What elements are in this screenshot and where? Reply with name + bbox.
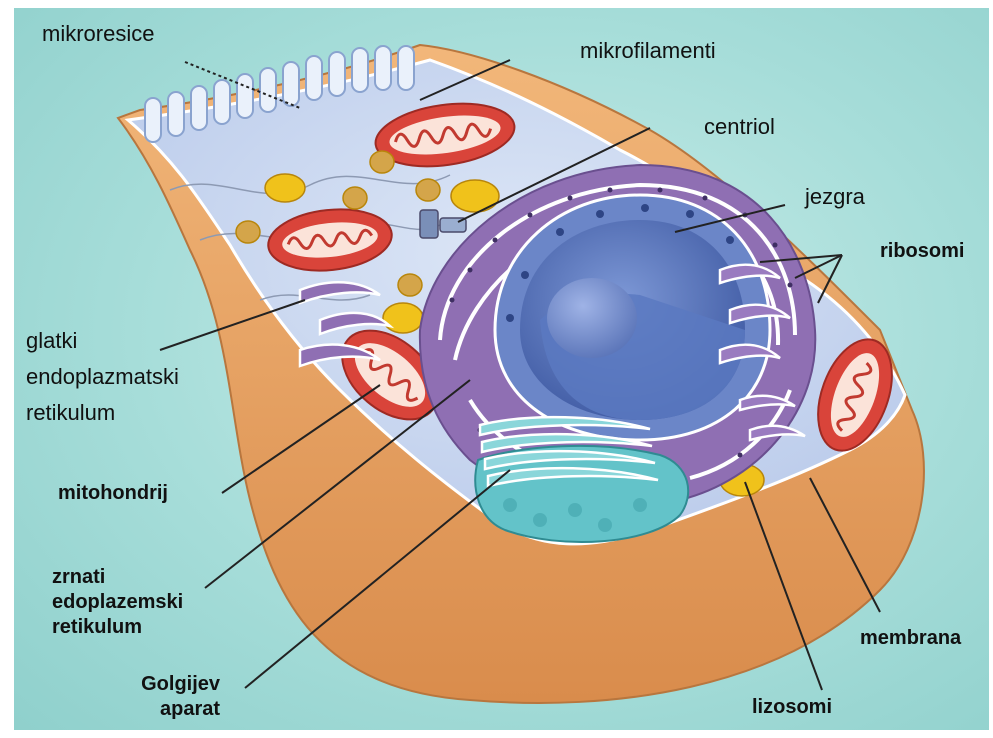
label-centriol: centriol (704, 114, 775, 140)
label-membrana: membrana (860, 627, 961, 650)
label-lizosomi: lizosomi (752, 696, 832, 719)
label-golgijev-line-2: aparat (138, 697, 220, 722)
label-golgijev-line-1: Golgijev (138, 672, 220, 697)
label-zrnati-er-line-3: retikulum (52, 615, 183, 640)
label-glatki-er-line-1: glatki (26, 326, 179, 356)
label-jezgra: jezgra (805, 184, 865, 210)
label-zrnati-er-line-2: edoplazemski (52, 590, 183, 615)
label-glatki-er-line-2: endoplazmatski (26, 362, 179, 392)
label-golgijev: Golgijev aparat (138, 672, 220, 722)
label-ribosomi: ribosomi (880, 240, 964, 263)
label-mitohondrij: mitohondrij (58, 482, 168, 505)
label-zrnati-er: zrnati edoplazemski retikulum (52, 565, 183, 640)
label-glatki-er: glatki endoplazmatski retikulum (26, 326, 179, 428)
label-zrnati-er-line-1: zrnati (52, 565, 183, 590)
label-mikrofilamenti: mikrofilamenti (580, 38, 716, 64)
label-glatki-er-line-3: retikulum (26, 398, 179, 428)
label-mikroresice: mikroresice (42, 21, 154, 47)
nucleolus (547, 278, 637, 358)
